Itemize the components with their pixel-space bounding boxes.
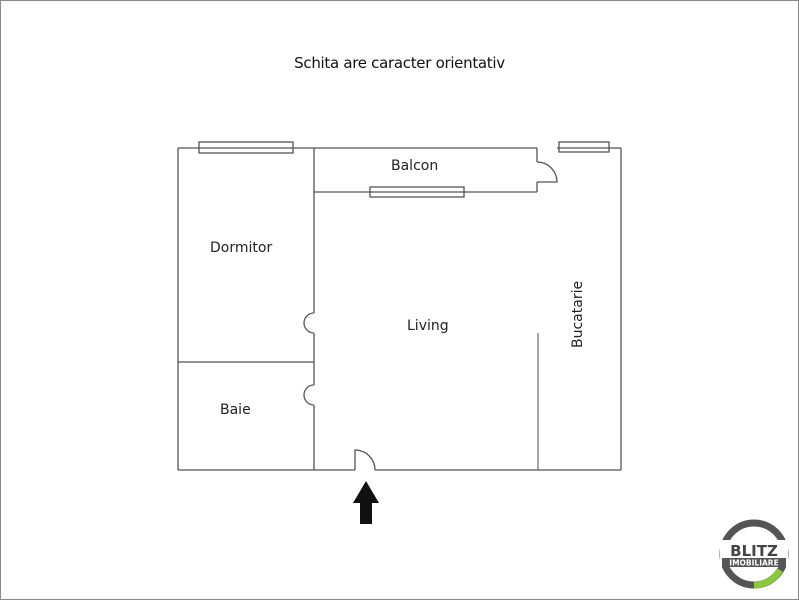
blitz-logo: BLITZ IMOBILIARE [719,519,789,589]
room-label-baie: Baie [220,402,251,418]
logo-text-imobiliare: IMOBILIARE [729,559,778,568]
room-label-balcon: Balcon [391,158,439,174]
logo-text-blitz: BLITZ [730,542,778,560]
door-dormitor [303,312,315,334]
room-label-bucatarie: Bucatarie [570,280,586,348]
arrow-up-icon [353,481,379,524]
door-entrance [354,449,376,471]
door-balcon [536,161,558,183]
window-balcon [369,186,465,198]
door-baie [303,384,315,406]
plan-disclaimer: Schita are caracter orientativ [294,54,505,72]
room-label-dormitor: Dormitor [210,240,273,256]
room-label-living: Living [407,318,449,334]
window-bucatarie [558,141,610,153]
window-dormitor [198,141,294,154]
